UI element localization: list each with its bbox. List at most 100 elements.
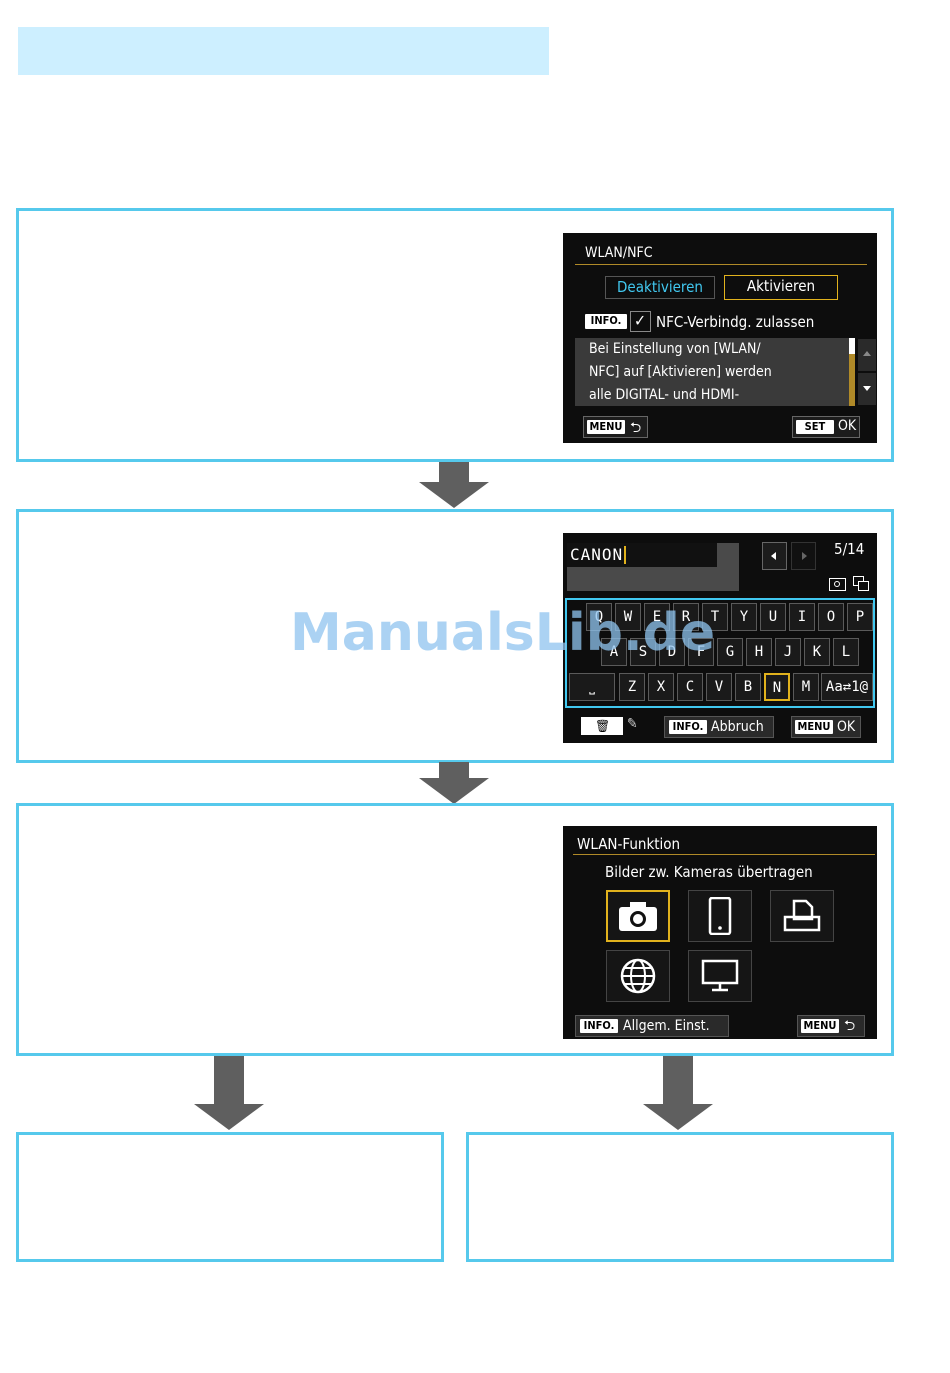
scroll-up-button[interactable] [858, 339, 876, 371]
step4b-box [466, 1132, 894, 1262]
key-g[interactable]: G [717, 638, 743, 666]
set-ok-softkey[interactable]: SET OK [792, 416, 860, 438]
key-l[interactable]: L [833, 638, 859, 666]
screen-title: WLAN/NFC [585, 245, 653, 261]
menu-back-softkey[interactable]: MENU ⮌ [797, 1015, 865, 1037]
ok-label: OK [837, 719, 856, 735]
web-service-tile[interactable] [606, 950, 670, 1002]
menu-ok-softkey[interactable]: MENU OK [791, 716, 861, 738]
watermark: ManualsLib.de [290, 603, 716, 663]
keyboard-panel [565, 598, 875, 708]
menu-chip: MENU [801, 1019, 839, 1033]
key-i[interactable]: I [789, 603, 815, 631]
printer-tile[interactable] [770, 890, 834, 942]
title-underline [575, 264, 867, 265]
text-input-active-line [567, 543, 717, 567]
trash-icon: 🗑 [595, 719, 611, 733]
info-chip: INFO. [669, 720, 707, 734]
cancel-label: Abbruch [711, 719, 764, 735]
flow-arrow-2 [419, 762, 489, 808]
info-button-chip[interactable]: INFO. [585, 314, 627, 329]
page-counter: 5/14 [834, 540, 865, 558]
monitor-icon [701, 959, 739, 992]
key-s[interactable]: S [630, 638, 656, 666]
chevron-right-icon [802, 552, 807, 560]
chevron-up-icon [863, 351, 871, 356]
smartphone-tile[interactable] [688, 890, 752, 942]
key-q[interactable]: Q [586, 603, 612, 631]
cancel-softkey[interactable]: INFO. Abbruch [664, 716, 774, 738]
nfc-label: NFC-Verbindg. zulassen [656, 313, 815, 331]
key-space[interactable]: ⎵ [569, 673, 615, 701]
key-r[interactable]: R [673, 603, 699, 631]
transfer-mode-icon [853, 576, 870, 592]
transfer-between-cameras-tile[interactable] [606, 890, 670, 942]
check-icon: ✓ [634, 311, 647, 330]
settings-label: Allgem. Einst. [623, 1018, 710, 1034]
flow-arrow-1 [419, 462, 489, 508]
general-settings-softkey[interactable]: INFO. Allgem. Einst. [575, 1015, 729, 1037]
key-c[interactable]: C [677, 673, 703, 701]
menu-back-softkey[interactable]: MENU ⮌ [583, 416, 648, 438]
key-v[interactable]: V [706, 673, 732, 701]
desc-line-1: Bei Einstellung von [WLAN/ [589, 341, 761, 357]
text-input-field[interactable]: CANON [567, 543, 739, 591]
delete-softkey[interactable]: 🗑 ✎ [581, 716, 643, 738]
key-h[interactable]: H [746, 638, 772, 666]
key-p[interactable]: P [847, 603, 873, 631]
deactivate-button[interactable]: Deaktivieren [605, 276, 715, 299]
desc-line-2: NFC] auf [Aktivieren] werden [589, 364, 772, 380]
key-m[interactable]: M [793, 673, 819, 701]
key-w[interactable]: W [615, 603, 641, 631]
text-input-value: CANON [570, 545, 624, 564]
scroll-track[interactable] [849, 338, 855, 406]
menu-chip: MENU [587, 420, 625, 434]
text-cursor [624, 546, 626, 564]
globe-icon [620, 958, 656, 994]
key-f[interactable]: F [688, 638, 714, 666]
menu-chip: MENU [795, 720, 833, 734]
description-panel: Bei Einstellung von [WLAN/ NFC] auf [Akt… [575, 338, 855, 406]
function-subtitle: Bilder zw. Kameras übertragen [605, 863, 813, 881]
key-t[interactable]: T [702, 603, 728, 631]
chevron-left-icon [771, 552, 776, 560]
key-a[interactable]: A [601, 638, 627, 666]
key-j[interactable]: J [775, 638, 801, 666]
scroll-thumb[interactable] [849, 338, 855, 354]
activate-button[interactable]: Aktivieren [724, 275, 838, 300]
camera-mode-icon [829, 578, 846, 591]
quick-delete-icon: ✎ [627, 716, 638, 732]
key-o[interactable]: O [818, 603, 844, 631]
flow-arrow-left [194, 1056, 264, 1132]
return-icon: ⮌ [844, 1018, 856, 1034]
key-input-mode[interactable]: Aa⇄1@ [821, 673, 873, 701]
camera-icon [619, 902, 657, 931]
key-k[interactable]: K [804, 638, 830, 666]
return-icon: ⮌ [630, 420, 642, 436]
wlan-nfc-screen: WLAN/NFC Deaktivieren Aktivieren INFO. ✓… [563, 233, 877, 443]
key-z[interactable]: Z [619, 673, 645, 701]
cursor-left-button[interactable] [762, 542, 787, 570]
computer-tile[interactable] [688, 950, 752, 1002]
key-n[interactable]: N [764, 673, 790, 701]
key-u[interactable]: U [760, 603, 786, 631]
key-y[interactable]: Y [731, 603, 757, 631]
flow-arrow-right [643, 1056, 713, 1132]
key-d[interactable]: D [659, 638, 685, 666]
scroll-down-button[interactable] [858, 373, 876, 405]
key-e[interactable]: E [644, 603, 670, 631]
wlan-function-screen: WLAN-Funktion Bilder zw. Kameras übertra… [563, 826, 877, 1039]
page-header-band [18, 27, 549, 75]
smartphone-icon [708, 897, 732, 935]
ok-label: OK [838, 418, 857, 434]
key-b[interactable]: B [735, 673, 761, 701]
key-x[interactable]: X [648, 673, 674, 701]
screen-title: WLAN-Funktion [577, 835, 681, 853]
printer-icon [783, 899, 821, 932]
title-underline [573, 854, 875, 855]
chevron-down-icon [863, 386, 871, 391]
cursor-right-button[interactable] [791, 542, 816, 570]
nfc-checkbox[interactable]: ✓ [630, 311, 651, 332]
info-chip: INFO. [580, 1019, 618, 1033]
